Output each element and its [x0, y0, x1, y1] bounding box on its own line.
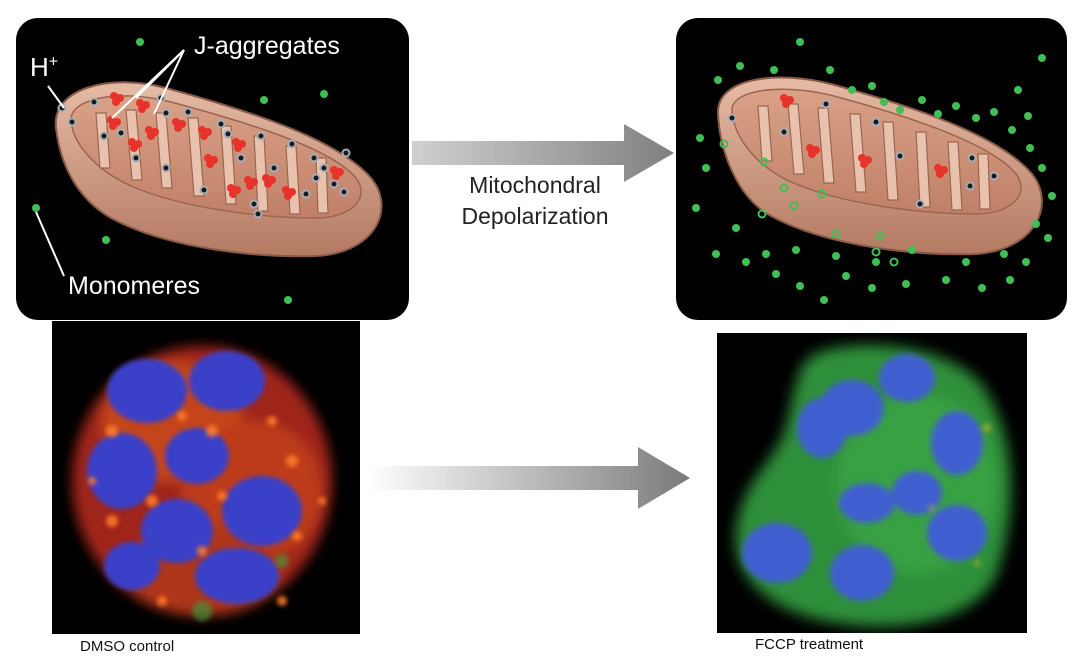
fccp-treatment-caption: FCCP treatment: [755, 636, 864, 653]
dmso-control-micrograph: [52, 321, 360, 634]
monomeres-label: Monomeres: [68, 272, 200, 300]
dmso-control-caption: DMSO control: [80, 638, 175, 655]
mitochondral-label: Mitochondral: [469, 172, 601, 198]
j-aggregates-label: J-aggregates: [194, 32, 340, 60]
dmso-cells-image: [52, 321, 360, 634]
polarized-mitochondrion-illustration: [32, 38, 383, 304]
proton-label: H+: [30, 52, 59, 82]
fccp-cells-image: [717, 333, 1027, 633]
depolarized-mitochondrion-panel: [676, 18, 1067, 320]
depolarization-arrow-top: [412, 124, 674, 182]
depolarization-label: Depolarization: [461, 203, 609, 229]
treatment-arrow-bottom: [368, 447, 690, 509]
polarized-mitochondrion-panel: H+ J-aggregates Monomeres: [16, 18, 409, 320]
depolarized-mitochondrion-illustration: [692, 38, 1056, 304]
fccp-treatment-micrograph: [717, 333, 1027, 633]
